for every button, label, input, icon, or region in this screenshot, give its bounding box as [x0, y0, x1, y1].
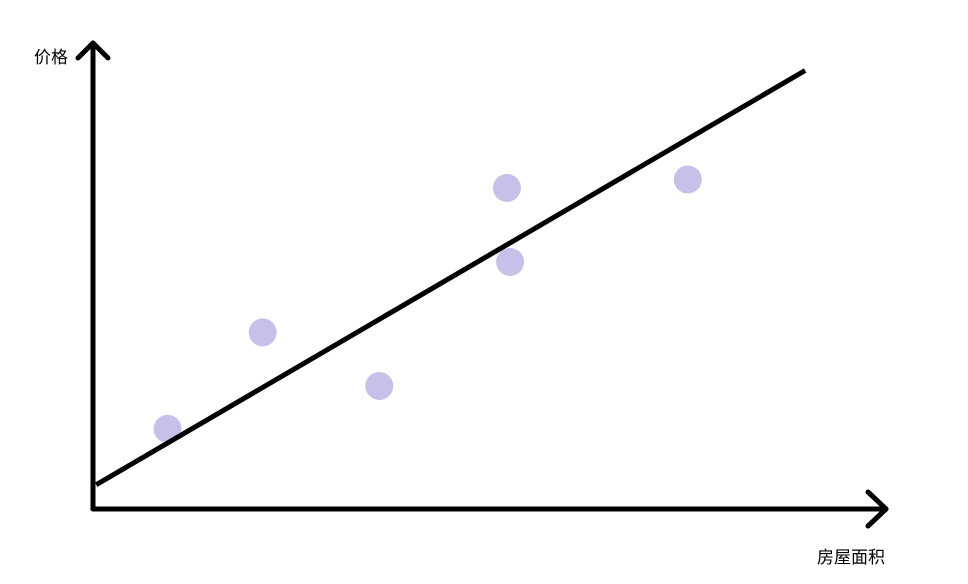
x-axis-label: 房屋面积: [817, 548, 885, 568]
data-point-2: [248, 318, 277, 347]
x-axis-arrowhead: [865, 489, 889, 529]
data-marks: [94, 68, 807, 487]
data-point-1: [153, 414, 182, 443]
data-point-3: [365, 371, 394, 400]
y-axis-arrowhead: [75, 40, 111, 61]
data-point-4: [492, 173, 521, 202]
y-axis-label: 价格: [34, 48, 68, 68]
data-point-6: [673, 165, 702, 194]
axes: [75, 40, 889, 529]
data-point-5: [496, 248, 525, 277]
regression-line: [94, 68, 807, 487]
